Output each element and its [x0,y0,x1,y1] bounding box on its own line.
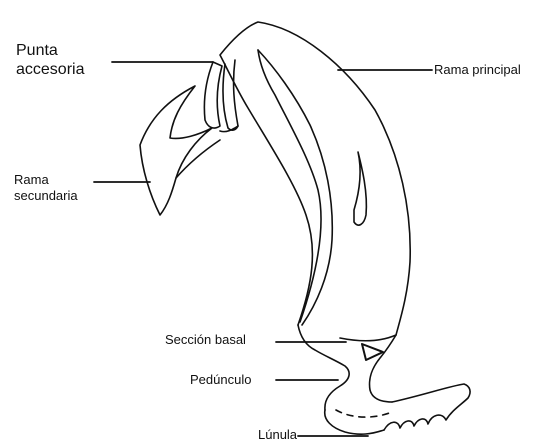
accessory-tip [204,62,222,128]
lunula-teeth [384,384,470,430]
label-lunula: Lúnula [258,427,297,443]
label-seccion-basal: Sección basal [165,332,246,348]
label-rama-principal: Rama principal [434,62,521,78]
label-punta-accesoria-line2: accesoria [16,60,84,79]
lunula-base [325,410,384,434]
label-rama-secundaria: Rama secundaria [14,172,78,203]
label-rama-secundaria-line2: secundaria [14,188,78,204]
accessory-tip-inner [223,60,238,130]
secondary-branch [140,86,212,215]
label-punta-accesoria-line1: Punta [16,41,84,60]
label-punta-accesoria: Punta accesoria [16,41,84,79]
label-rama-secundaria-line1: Rama [14,172,78,188]
main-branch-inner-right [258,50,332,325]
main-branch-slot [354,152,366,225]
label-pedunculo: Pedúnculo [190,372,251,388]
secondary-branch-inner [176,140,220,178]
basal-section-right [369,335,396,402]
lunula-dashes [336,410,392,417]
